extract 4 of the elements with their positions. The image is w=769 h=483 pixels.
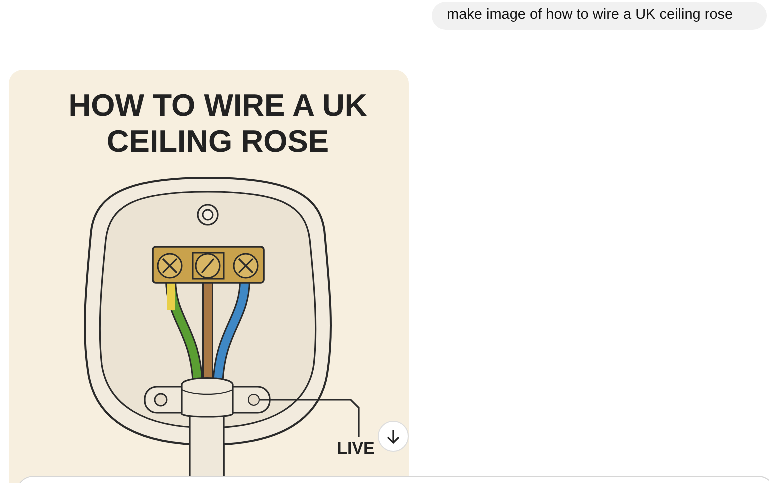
leader-line bbox=[260, 399, 360, 437]
callout-label: LIVE bbox=[334, 438, 378, 460]
title: HOW TO WIRE A UK CEILING ROSE bbox=[68, 88, 368, 160]
chat-message: make image of how to wire a UK ceiling rose bbox=[432, 2, 767, 30]
